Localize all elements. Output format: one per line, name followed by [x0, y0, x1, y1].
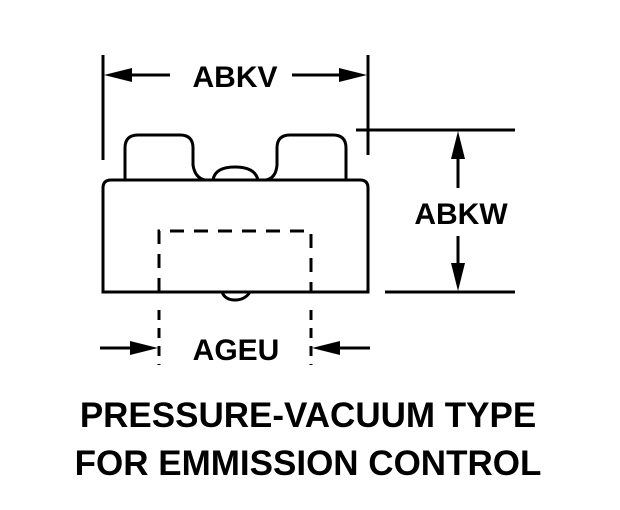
abkv-label: ABKV [192, 61, 277, 94]
top-bump [211, 165, 260, 181]
caption-line-1: PRESSURE-VACUUM TYPE [80, 396, 536, 435]
arrow-down-icon [451, 263, 465, 291]
arrow-right-icon [130, 341, 158, 355]
bottom-bump [220, 291, 252, 302]
abkw-label: ABKW [414, 198, 508, 231]
right-tab [265, 133, 348, 182]
hidden-outline [157, 229, 313, 292]
arrow-right-icon [339, 68, 367, 82]
left-tab [123, 133, 206, 182]
arrow-up-icon [451, 131, 465, 159]
ageu-label: AGEU [193, 334, 280, 367]
arrow-left-icon [104, 68, 132, 82]
caption-line-2: FOR EMMISSION CONTROL [75, 444, 542, 483]
arrow-left-icon [312, 341, 340, 355]
part-body [101, 178, 370, 294]
